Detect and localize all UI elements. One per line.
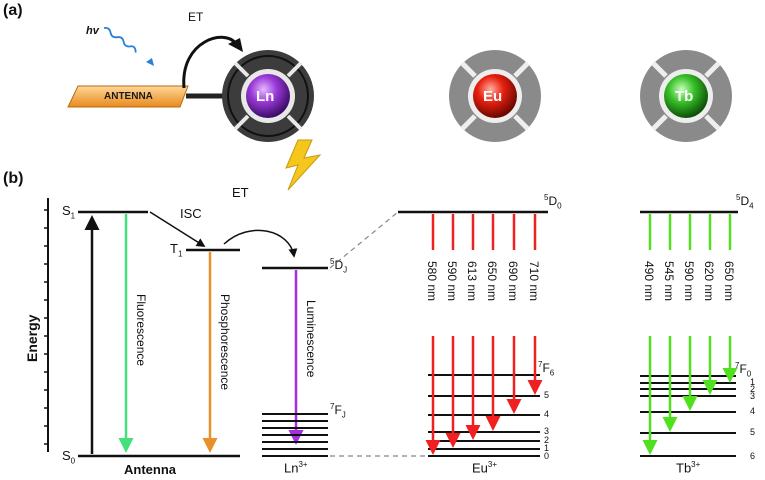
ln-7fj-manifold	[262, 413, 328, 457]
eu-wavelength-710: 710 nm	[527, 261, 541, 302]
s0-label: S0	[62, 448, 76, 466]
dashed-upper	[329, 211, 399, 269]
tb-level-4: 4	[750, 406, 756, 416]
tb-wavelength-590: 590 nm	[682, 261, 696, 302]
tb-level-2: 2	[750, 384, 756, 394]
eu-level-1: 1	[544, 443, 550, 453]
eu-wavelength-590: 590 nm	[445, 261, 459, 302]
antenna-label: ANTENNA	[104, 91, 153, 102]
eu-7f-label: 7F6	[538, 360, 555, 378]
ln-complex	[222, 50, 314, 142]
s1-label: S1	[62, 203, 76, 221]
eu-level-5: 5	[544, 390, 550, 400]
ion-ln-symbol: Ln	[256, 88, 275, 105]
tb-caption: Tb3+	[676, 460, 701, 476]
panel-a-label: (a)	[3, 2, 23, 19]
hv-label: hv	[86, 25, 99, 37]
tb-7f-levels	[640, 375, 736, 457]
ion-eu-symbol: Eu	[483, 88, 503, 105]
tb-wavelength-650: 650 nm	[722, 261, 736, 302]
phosphorescence-label: Phosphorescence	[218, 294, 232, 391]
eu-level-3: 3	[544, 426, 550, 436]
photon-wave-icon	[103, 26, 137, 53]
eu-5d0-label: 5D0	[544, 193, 562, 211]
panel-b-label: (b)	[3, 170, 24, 187]
tb-level-6: 6	[750, 451, 756, 461]
eu-wavelength-580: 580 nm	[425, 261, 439, 302]
eu-level-2: 2	[544, 435, 550, 445]
panel-b-graphic	[44, 198, 738, 458]
isc-arrow	[149, 211, 206, 247]
eu-emission-arrows	[425, 214, 543, 455]
eu-level-0: 0	[544, 451, 550, 461]
ln-caption: Ln3+	[284, 460, 308, 476]
tb-wavelength-545: 545 nm	[662, 261, 676, 302]
antenna-caption: Antenna	[124, 462, 176, 477]
tb-7f-label: 7F0	[735, 361, 752, 379]
tb-level-3: 3	[750, 391, 756, 401]
fluorescence-label: Fluorescence	[134, 294, 148, 367]
eu-wavelength-690: 690 nm	[506, 261, 520, 302]
eu-wavelength-650: 650 nm	[485, 261, 499, 302]
tb-5d4-label: 5D4	[736, 193, 754, 211]
tb-emission-arrows	[642, 214, 738, 455]
et-curve-arrow	[182, 35, 238, 89]
eu-complex	[449, 50, 541, 142]
isc-label: ISC	[180, 206, 202, 221]
tb-level-1: 1	[750, 377, 756, 387]
photon-arrowhead-icon	[146, 58, 154, 66]
tb-wavelength-620: 620 nm	[702, 261, 716, 302]
tb-level-5: 5	[750, 427, 756, 437]
antenna-bar	[67, 85, 189, 108]
ln-7fj-label: 7FJ	[330, 402, 346, 420]
tb-wavelength-490: 490 nm	[642, 261, 656, 302]
panel-a-graphic	[67, 26, 732, 191]
t1-label: T1	[170, 241, 183, 259]
et-label-b: ET	[232, 185, 249, 200]
eu-wavelength-613: 613 nm	[465, 261, 479, 302]
eu-level-4: 4	[544, 409, 550, 419]
luminescence-label: Luminescence	[304, 300, 318, 378]
lightning-icon	[285, 139, 322, 191]
et-label-a: ET	[188, 10, 204, 24]
tb-complex	[640, 50, 732, 142]
eu-caption: Eu3+	[472, 460, 498, 476]
ln-5dj-label: 5DJ	[330, 257, 348, 275]
eu-7f-levels	[428, 374, 540, 457]
ion-tb-symbol: Tb	[675, 88, 694, 105]
et-curve-b	[223, 229, 298, 258]
